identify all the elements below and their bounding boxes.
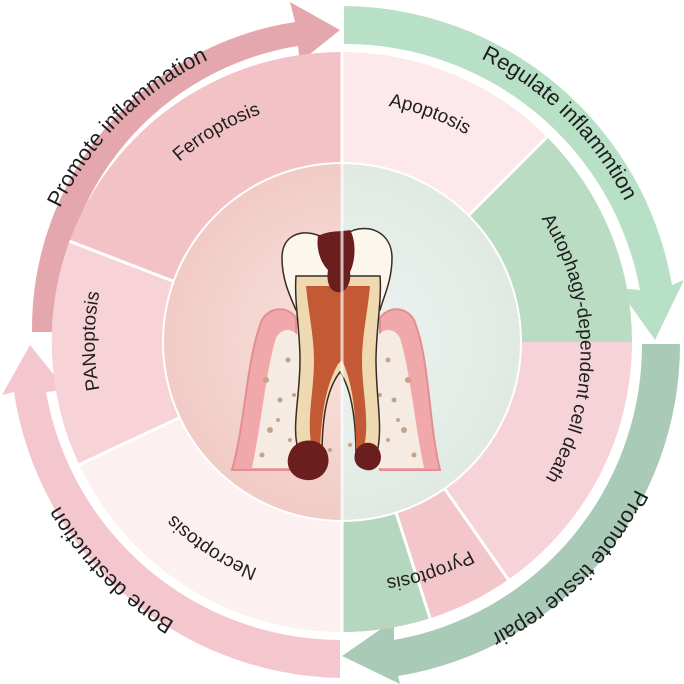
cell-death-ring: Ferroptosis Apoptosis Autophagy-dependen…	[51, 51, 632, 633]
tooth-root-icon	[230, 164, 442, 520]
necroptosis-segment	[79, 411, 342, 632]
autophagy-segment-pink	[436, 342, 632, 580]
ferroptosis-segment	[69, 51, 342, 287]
promote-inflammation-arrow	[31, 2, 341, 332]
segment-dividers	[68, 52, 549, 632]
panoptosis-segment	[51, 241, 193, 465]
bone-destruction-arrow	[2, 345, 340, 678]
promote-tissue-repair-arrow	[342, 344, 681, 684]
pyroptosis-segment-green	[342, 500, 430, 632]
regulate-inflammation-arrow	[344, 6, 684, 340]
